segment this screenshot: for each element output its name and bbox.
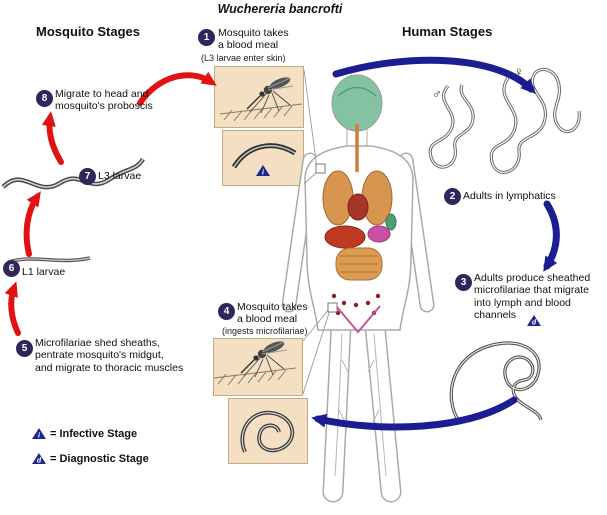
- legend-diagnostic-text: = Diagnostic Stage: [50, 453, 149, 465]
- mosquito-stages-header: Mosquito Stages: [36, 24, 141, 39]
- step-6-label: L1 larvae: [22, 266, 66, 278]
- step-1-sublabel: (L3 larvae enter skin): [201, 53, 286, 63]
- heart: [347, 193, 369, 221]
- bite-site-marker-top: [315, 163, 326, 174]
- step-4-label: Mosquito takes a blood meal: [237, 301, 308, 326]
- mosquito-cycle-arrows: [4, 71, 217, 336]
- svg-text:i: i: [262, 170, 265, 177]
- step-1-marker: 1: [198, 29, 215, 46]
- svg-text:d: d: [37, 458, 42, 465]
- step-5-label: Microfilariae shed sheaths, pentrate mos…: [35, 337, 184, 374]
- diagram-title: Wuchereria bancrofti: [217, 2, 343, 16]
- red-arrow-6-to-7: [23, 191, 41, 257]
- red-arrow-8-to-1: [137, 71, 217, 106]
- human-figure: [281, 74, 435, 503]
- mosquito-drawing-top: [219, 77, 303, 122]
- female-symbol: ♀: [514, 64, 524, 79]
- step-7-label: L3 larvae: [98, 170, 142, 182]
- svg-text:d: d: [532, 320, 537, 327]
- callout-lines: [302, 69, 338, 395]
- step-5-marker: 5: [16, 340, 33, 357]
- human-stages-header: Human Stages: [402, 24, 493, 39]
- coiled-larva-drawing: [240, 410, 295, 453]
- adult-worms-drawing: [428, 67, 581, 174]
- human-cycle-arrows: [311, 56, 560, 431]
- infective-stage-icon: i: [256, 164, 270, 177]
- red-arrow-7-to-8: [41, 111, 64, 165]
- step-4-marker: 4: [218, 303, 235, 320]
- red-arrow-5-to-6: [4, 281, 21, 336]
- mosquito-bite-image-box-bottom: [213, 338, 303, 396]
- step-3-marker: 3: [455, 274, 472, 291]
- male-symbol: ♂: [432, 86, 442, 101]
- leg-lymph-vessels: [334, 333, 387, 477]
- step-8-marker: 8: [36, 90, 53, 107]
- legend-infective-icon: i: [32, 427, 46, 440]
- mosquito-drawing-bottom: [213, 338, 297, 386]
- diagnostic-stage-icon: d: [527, 314, 541, 327]
- step-2-marker: 2: [444, 188, 461, 205]
- step-6-marker: 6: [3, 260, 20, 277]
- liver: [324, 225, 366, 249]
- head-brain: [331, 74, 383, 132]
- step-4-sublabel: (ingests microfilariae): [222, 326, 308, 336]
- microfilaria-image-box: [228, 398, 308, 464]
- lung-left: [322, 170, 354, 226]
- step-7-marker: 7: [79, 168, 96, 185]
- step-3-label: Adults produce sheathed microfilariae th…: [474, 272, 591, 322]
- l3-larva-image-box: [222, 130, 304, 186]
- blue-arrow-3-to-4: [311, 396, 518, 431]
- box-larva-drawing: [231, 143, 297, 169]
- step-8-label: Migrate to head and mosquito's proboscis: [55, 88, 153, 113]
- blue-arrow-1-to-2: [332, 56, 536, 94]
- blue-arrow-2-to-3: [543, 200, 560, 272]
- legend-diagnostic-icon: d: [32, 452, 46, 465]
- stomach: [367, 225, 391, 243]
- legend-infective-text: = Infective Stage: [50, 428, 138, 440]
- spleen: [385, 213, 397, 231]
- pelvic-lymph-channels: [335, 305, 381, 334]
- svg-text:i: i: [38, 433, 41, 440]
- l1-larva-drawing: [8, 256, 91, 264]
- step-2-label: Adults in lymphatics: [463, 190, 556, 202]
- step-1-label: Mosquito takes a blood meal: [218, 27, 289, 52]
- bite-site-marker-bottom: [327, 302, 338, 313]
